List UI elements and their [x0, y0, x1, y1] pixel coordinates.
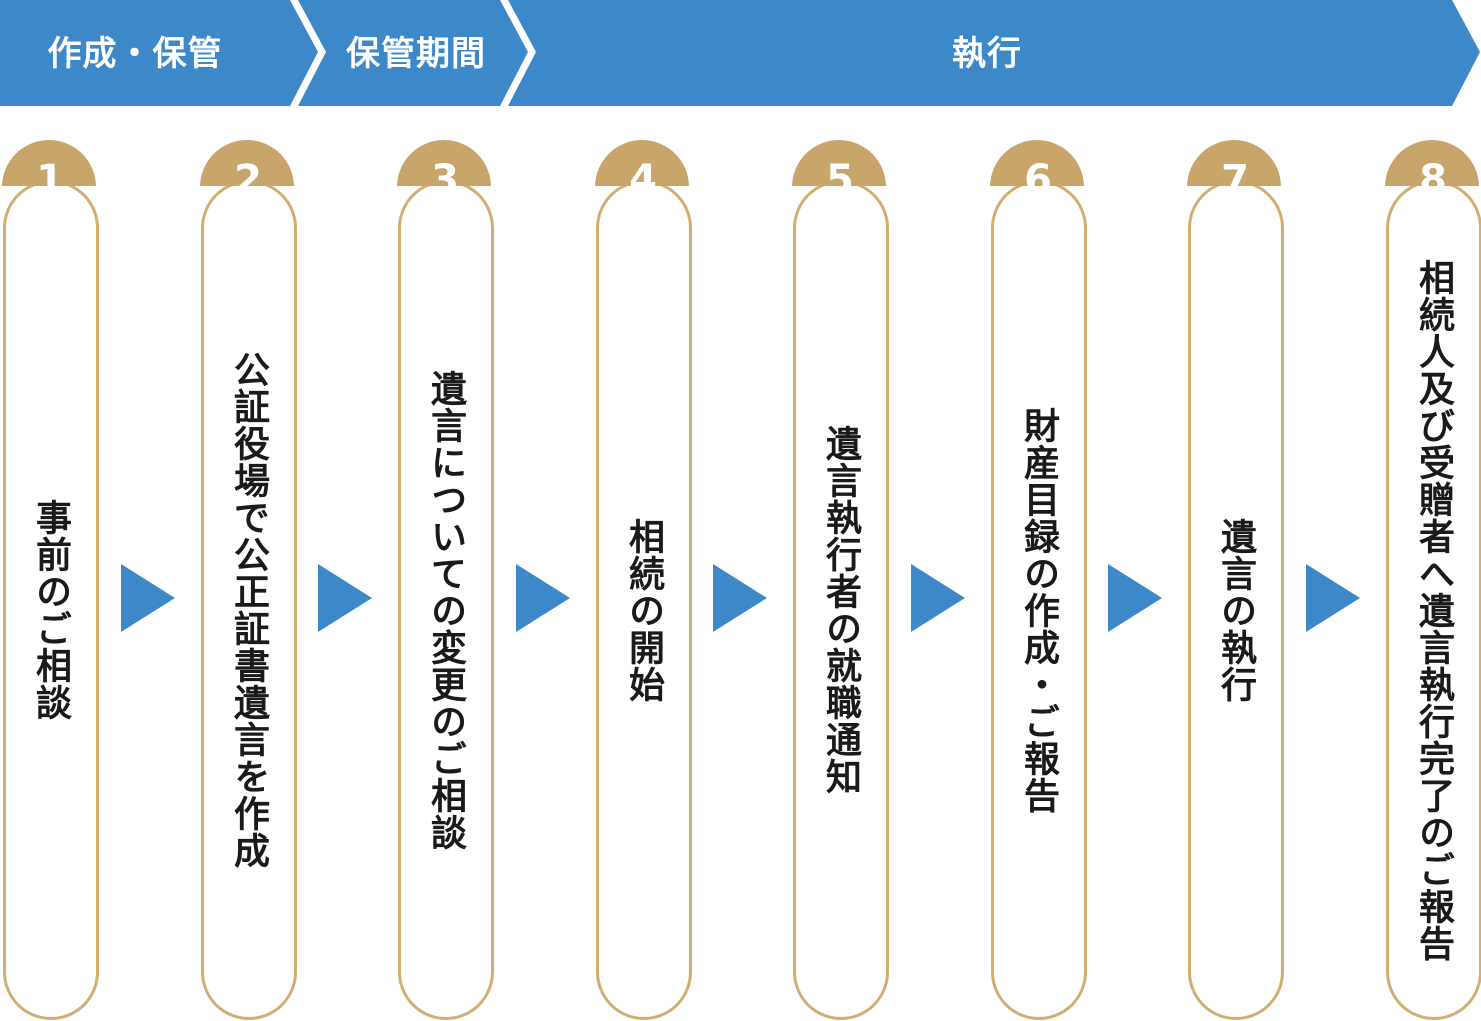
right-triangle-icon: [713, 564, 767, 632]
step-pill: [793, 180, 889, 1020]
step-1: 1 事前のご相談: [1, 140, 99, 1020]
step-5: 5 遺言執行者の就職通知: [791, 140, 889, 1020]
step-text-wrap: 遺言の執行: [1186, 220, 1284, 1000]
step-number: 6: [1024, 157, 1052, 203]
phase-segment-2: [298, 0, 528, 106]
step-text-wrap: 財産目録の作成・ご報告: [989, 220, 1087, 1000]
step-number: 2: [234, 157, 262, 203]
step-pill: [1386, 180, 1481, 1020]
step-pill: [596, 180, 692, 1020]
step-number: 4: [629, 157, 657, 203]
step-text-wrap: 相続の開始: [594, 220, 692, 1000]
step-text-wrap: 相続人及び受贈者へ遺言執行完了のご報告: [1384, 220, 1481, 1000]
right-triangle-icon: [318, 564, 372, 632]
step-2: 2 公証役場で公正証書遺言を作成: [199, 140, 297, 1020]
step-text-wrap: 公証役場で公正証書遺言を作成: [199, 220, 297, 1000]
step-pill: [1188, 180, 1284, 1020]
step-6: 6 財産目録の作成・ご報告: [989, 140, 1087, 1020]
right-triangle-icon: [1306, 564, 1360, 632]
phase-label-storage: 保管期間: [346, 34, 486, 74]
step-text: 遺言執行者の就職通知: [820, 425, 861, 795]
phase-segment-3: [508, 0, 1480, 106]
step-number: 1: [36, 157, 64, 203]
right-triangle-icon: [516, 564, 570, 632]
right-triangle-icon: [121, 564, 175, 632]
phase-bar: [0, 0, 1480, 106]
right-triangle-icon: [911, 564, 965, 632]
step-text-wrap: 遺言執行者の就職通知: [791, 220, 889, 1000]
phase-label-creation: 作成・保管: [47, 34, 223, 74]
step-7: 7 遺言の執行: [1186, 140, 1284, 1020]
step-text: 公証役場で公正証書遺言を作成: [228, 351, 269, 869]
step-text: 財産目録の作成・ご報告: [1018, 406, 1059, 814]
step-number: 5: [826, 157, 854, 203]
step-4: 4 相続の開始: [594, 140, 692, 1020]
phase-segment-1: [0, 0, 318, 106]
step-pill: [3, 180, 99, 1020]
step-text: 遺言についての変更のご相談: [425, 369, 466, 851]
step-number: 8: [1419, 157, 1447, 203]
step-text-wrap: 遺言についての変更のご相談: [396, 220, 494, 1000]
step-8: 8 相続人及び受贈者へ遺言執行完了のご報告: [1384, 140, 1481, 1020]
phase-label-execution: 執行: [952, 34, 1022, 74]
step-text: 相続人及び受贈者へ遺言執行完了のご報告: [1413, 258, 1454, 962]
step-pill: [201, 180, 297, 1020]
step-number: 3: [431, 157, 459, 203]
right-triangle-icon: [1108, 564, 1162, 632]
step-text: 相続の開始: [623, 517, 664, 703]
step-text: 事前のご相談: [30, 499, 71, 721]
step-3: 3 遺言についての変更のご相談: [396, 140, 494, 1020]
step-number: 7: [1221, 157, 1249, 203]
step-text-wrap: 事前のご相談: [1, 220, 99, 1000]
step-text: 遺言の執行: [1215, 517, 1256, 703]
